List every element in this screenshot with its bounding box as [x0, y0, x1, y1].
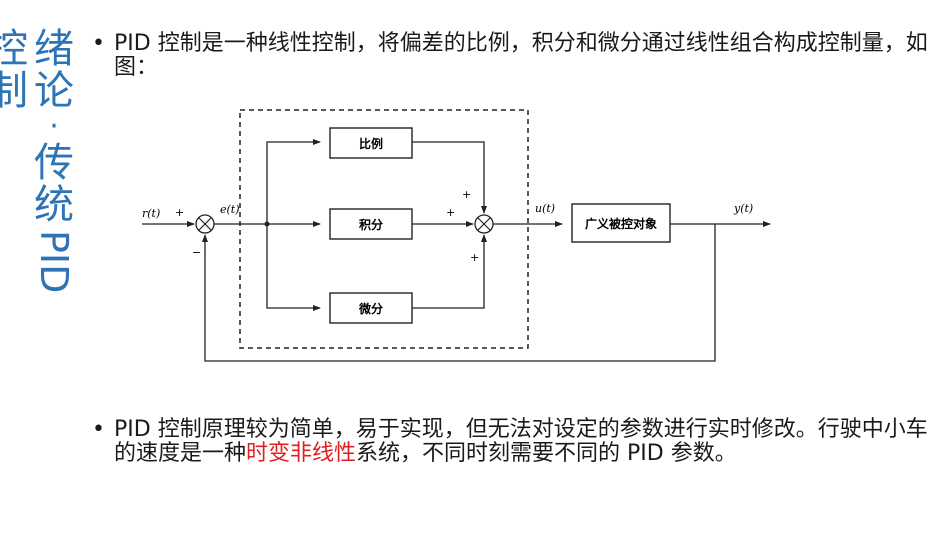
title-char: 绪: [34, 26, 74, 72]
proportional-block: [329, 127, 413, 159]
bullet-mark: •: [92, 31, 105, 56]
branch-p: [266, 139, 321, 224]
bullet-2-text-after: 系统，不同时刻需要不同的 PID 参数。: [356, 441, 737, 466]
signal-e-label: e(t): [220, 203, 240, 216]
title-char: 论: [34, 68, 74, 114]
d-output-line: [412, 234, 487, 309]
integral-block: [329, 208, 413, 240]
title-char: 传: [34, 140, 74, 186]
highlighted-phrase: 时变非线性: [246, 441, 357, 466]
pid-block-diagram: 比例 积分 微分 广义被控对象 r(t) + − e(t) + + + u(t)…: [142, 109, 771, 362]
integral-label: 积分: [359, 217, 383, 232]
feedback-minus-sign: −: [192, 246, 201, 259]
title-latin: PID: [32, 230, 76, 294]
slide-title-column-2: 绪 论 · 传 统 PID: [30, 28, 78, 293]
title-char: 制: [0, 68, 28, 114]
p-plus-sign: +: [462, 188, 471, 201]
p-output-line: [412, 141, 487, 214]
signal-y-label: y(t): [733, 202, 753, 215]
i-plus-sign: +: [446, 206, 455, 219]
title-char: 控: [0, 26, 28, 72]
r-plus-sign: +: [175, 206, 184, 219]
title-char: 统: [34, 182, 74, 228]
bullet-2: • PID 控制原理较为简单，易于实现，但无法对设定的参数进行实时修改。行驶中小…: [92, 418, 942, 466]
signal-u-label: u(t): [535, 202, 555, 215]
branch-d: [266, 224, 321, 311]
feedback-line: [202, 224, 716, 362]
plant-label: 广义被控对象: [585, 216, 657, 231]
bullet-mark: •: [92, 417, 105, 442]
bullet-1-text: PID 控制是一种线性控制，将偏差的比例，积分和微分通过线性组合构成控制量，如图…: [114, 31, 928, 80]
slide-title-column-1: 控 制: [0, 28, 32, 112]
signal-r-label: r(t): [142, 207, 160, 220]
controller-boundary: [239, 109, 529, 349]
bullet-2-text-before: PID 控制原理较为简单，易于实现，但无法对设定的参数进行实时修改。行驶中小车的…: [114, 417, 928, 466]
plant-block: [571, 203, 671, 243]
derivative-label: 微分: [358, 301, 383, 316]
proportional-label: 比例: [359, 136, 383, 151]
title-char: ·: [49, 109, 59, 144]
bullet-2-text: PID 控制原理较为简单，易于实现，但无法对设定的参数进行实时修改。行驶中小车的…: [114, 418, 942, 466]
d-plus-sign: +: [470, 251, 479, 264]
bullet-1: • PID 控制是一种线性控制，将偏差的比例，积分和微分通过线性组合构成控制量，…: [92, 32, 942, 80]
